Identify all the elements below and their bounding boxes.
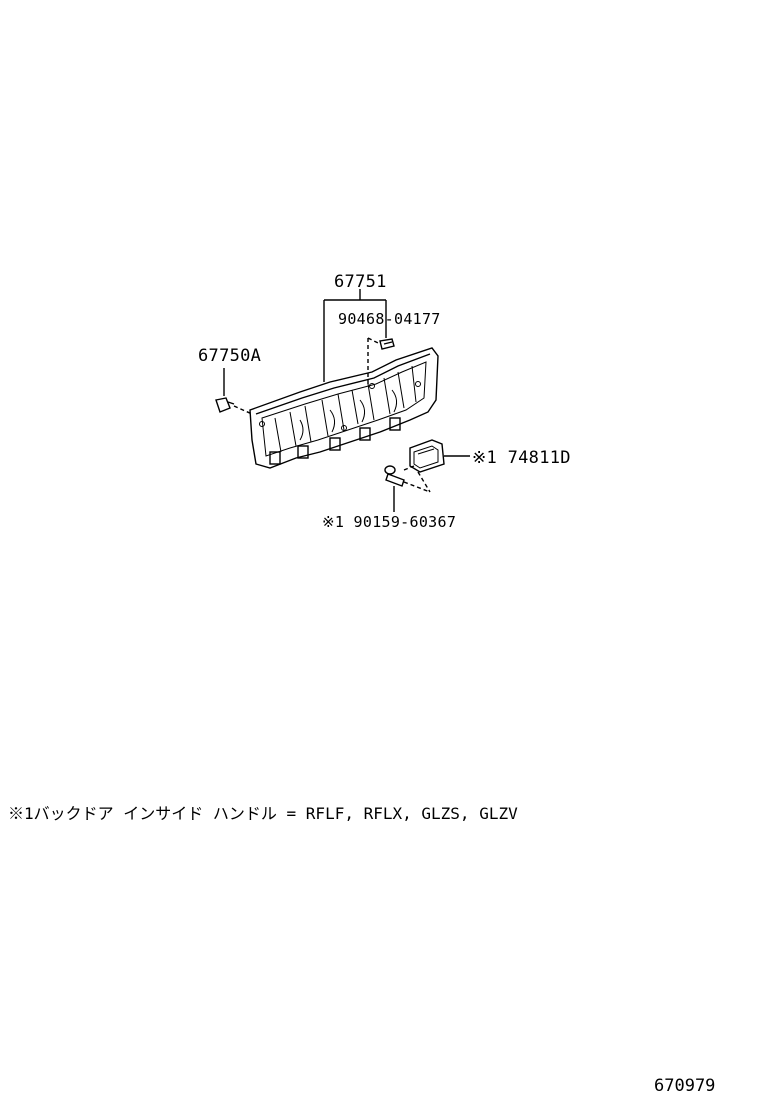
clip-67750A [215,368,253,415]
trim-panel [249,347,439,469]
part-label-67751: 67751 [334,272,387,292]
figure-number: 670979 [654,1076,716,1096]
part-label-74811D: ※1 74811D [472,448,571,468]
leader-67751 [323,289,387,382]
part-label-90159-60367: ※1 90159-60367 [322,513,457,531]
handle-74811D [409,439,470,493]
clip-90468 [367,337,395,384]
part-label-67750A: 67750A [198,346,262,366]
screw-90159 [384,465,431,512]
part-label-90468-04177: 90468-04177 [338,310,441,328]
footnote: ※1バックドア インサイド ハンドル = RFLF, RFLX, GLZS, G… [8,804,518,823]
